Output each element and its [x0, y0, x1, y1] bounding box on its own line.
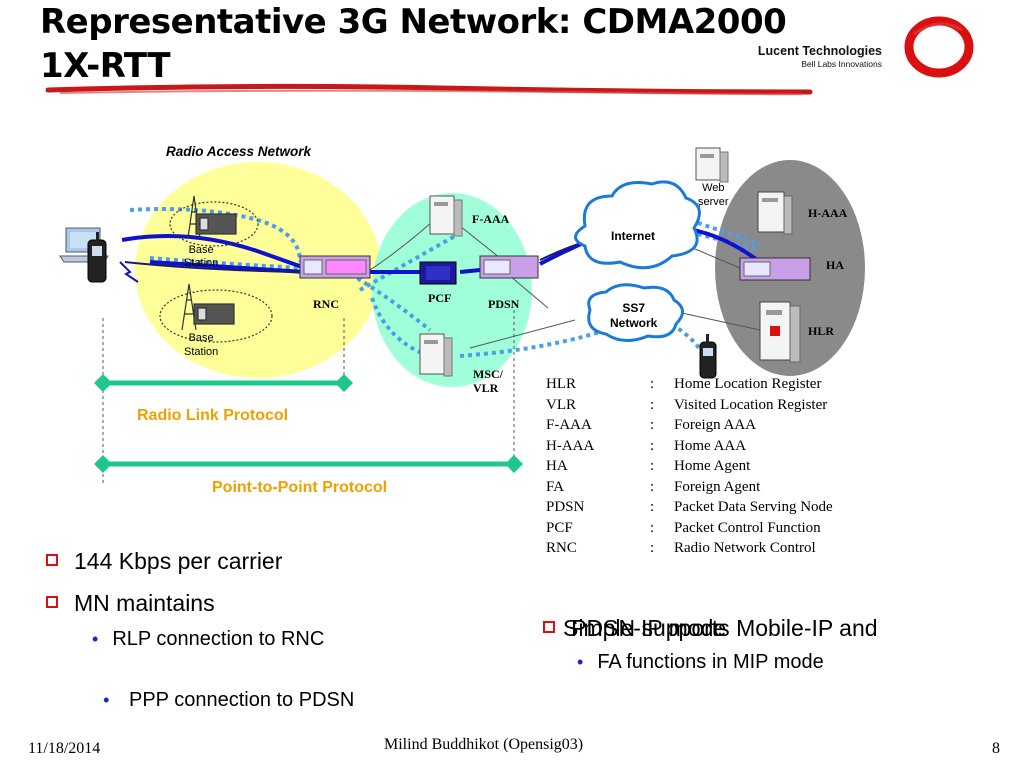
bullet-left-2-text: MN maintains: [74, 590, 215, 616]
network-diagram: [59, 147, 865, 485]
web-server-icon: [695, 147, 729, 183]
title-line-1: Representative 3G Network: CDMA2000: [40, 2, 787, 42]
footer-page-number: 8: [992, 740, 1000, 757]
base-station-2-line-2: Station: [184, 346, 219, 358]
msc-vlr-server-icon: [419, 333, 453, 377]
rlp-span-arrow: [94, 374, 353, 392]
rnc-label: RNC: [313, 297, 339, 311]
sub-bullet-left-2-text: PPP connection to PDSN: [123, 689, 355, 711]
lucent-logo-icon: [904, 16, 974, 78]
bullet-square-icon: [46, 595, 58, 608]
sub-bullet-left-2: • PPP connection to PDSN: [92, 666, 354, 712]
title-line-2: 1X-RTT: [40, 46, 171, 86]
sub-bullet-right-1: • FA functions in MIP mode: [577, 651, 824, 674]
ha-device-icon: [739, 257, 811, 281]
ppp-span-arrow: [94, 455, 523, 473]
bullet-right-1: PDSN supports Mobile-IP and: [530, 577, 878, 645]
pcf-label: PCF: [428, 291, 452, 305]
core-network-region: [372, 193, 532, 387]
glossary-row: HA:Home Agent: [546, 458, 751, 474]
hlr-label: HLR: [808, 324, 835, 338]
pdsn-label: PDSN: [488, 297, 520, 311]
rlp-label: Radio Link Protocol: [137, 407, 289, 424]
sub-bullet-right-1-text: FA functions in MIP mode: [597, 651, 824, 673]
web-server-label: Web server: [698, 181, 729, 209]
f-aaa-label: F-AAA: [472, 212, 510, 226]
ppp-label: Point-to-Point Protocol: [212, 479, 388, 496]
base-station-2-label: Base Station: [184, 331, 218, 359]
glossary-row: PCF:Packet Control Function: [546, 519, 821, 536]
bullet-square-icon: [542, 620, 555, 633]
internet-cloud-icon: [574, 180, 701, 270]
ss7-line-1: SS7: [622, 301, 646, 315]
h-aaa-server-icon: [757, 191, 793, 235]
mobile-phone-icon: [699, 334, 717, 379]
mobile-node-icon: [59, 227, 109, 283]
bullet-square-icon: [46, 553, 58, 566]
base-station-1-icon: [169, 195, 259, 247]
ss7-label: SS7 Network: [610, 301, 657, 331]
glossary-row: VLR:Visited Location Register: [546, 396, 828, 413]
footer-date: 11/18/2014: [28, 740, 101, 757]
brand-name: Lucent Technologies: [757, 44, 882, 58]
msc-vlr-label: MSC/ VLR: [473, 367, 503, 395]
ss7-cloud-icon: [587, 283, 684, 342]
bullet-dot-icon: •: [92, 629, 99, 649]
bullet-right-1-line-1: PDSN supports Mobile-IP and: [564, 615, 878, 641]
glossary-row: H-AAA:Home AAA: [546, 437, 747, 454]
glossary-row: PDSN:Packet Data Serving Node: [546, 499, 833, 515]
bullet-left-2: MN maintains: [46, 590, 215, 617]
f-aaa-server-icon: [429, 195, 463, 237]
base-station-1-line-2: Station: [184, 257, 219, 269]
bullet-left-1: 144 Kbps per carrier: [46, 548, 282, 575]
title-underline: [45, 83, 813, 96]
radio-link-icon: [119, 261, 139, 283]
sub-bullet-left-1: • RLP connection to RNC: [92, 628, 324, 651]
ran-label: Radio Access Network: [166, 144, 312, 159]
rnc-device-icon: [299, 255, 371, 279]
h-aaa-label: H-AAA: [808, 206, 848, 220]
bullet-dot-icon: •: [577, 652, 584, 672]
glossary-row: FA:Foreign Agent: [546, 478, 761, 495]
slide-title: Representative 3G Network: CDMA2000 1X-R…: [40, 0, 840, 88]
hlr-server-icon: [759, 301, 801, 363]
base-station-2-line-1: Base: [188, 332, 214, 344]
ha-label: HA: [826, 258, 844, 272]
glossary-table: HLR:Home Location Register VLR:Visited L…: [546, 374, 833, 559]
bullet-right-1-cont: Simple-IP mode: [563, 615, 727, 641]
base-station-1-label: Base Station: [184, 244, 218, 270]
glossary-row: F-AAA:Foreign AAA: [546, 417, 757, 433]
brand-tagline: Bell Labs Innovations: [801, 59, 882, 69]
base-station-2-icon: [159, 283, 273, 343]
sub-bullet-left-1-text: RLP connection to RNC: [112, 628, 325, 650]
pdsn-device-icon: [479, 255, 539, 279]
pcf-device-icon: [419, 261, 457, 285]
msc-vlr-line-2: VLR: [473, 381, 499, 395]
web-server-line-1: Web: [702, 182, 725, 194]
brand-block: Lucent Technologies Bell Labs Innovation…: [742, 44, 882, 69]
bullet-left-1-text: 144 Kbps per carrier: [74, 548, 283, 574]
msc-vlr-line-1: MSC/: [473, 367, 503, 381]
internet-label: Internet: [611, 229, 656, 243]
ss7-line-2: Network: [610, 316, 658, 330]
base-station-1-line-1: Base: [188, 244, 214, 256]
bullet-dot-icon: •: [103, 690, 110, 710]
web-server-line-2: server: [698, 196, 729, 208]
glossary-row: RNC:Radio Network Control: [546, 540, 816, 556]
footer-author: Milind Buddhikot (Opensig03): [384, 736, 584, 753]
glossary-row: HLR:Home Location Register: [546, 376, 822, 392]
